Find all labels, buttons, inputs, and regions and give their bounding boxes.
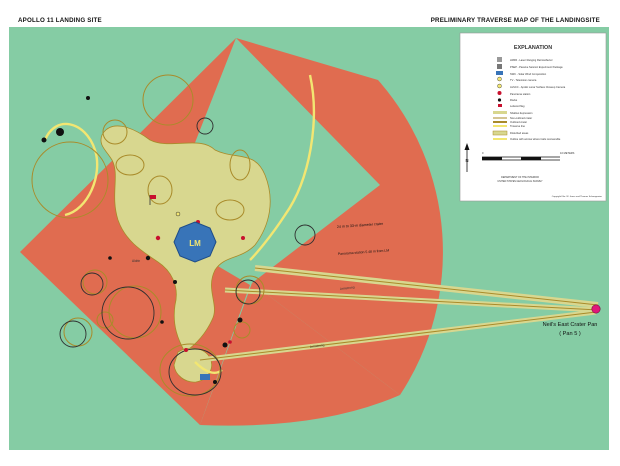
outlined-craters-dark [59,117,316,396]
psep-symbol [497,64,502,69]
flag-icon [149,195,156,205]
scale-bar: 0 10 METERS [482,151,575,161]
destination-label: Neil's East Crater Pan [543,322,598,328]
legend-item: Disturbed areas [510,131,529,135]
traverse-lines [199,265,599,363]
legend-item: Outlined crater [510,120,527,124]
legend-item: SWC - Solar Wind Composition [510,72,547,76]
legend-items: LRRR - Laser Ranging Retroreflector PSEP… [510,58,566,141]
lrrr-symbol [497,57,502,62]
agency-line-1: DEPARTMENT OF THE INTERIOR [501,176,539,179]
crater-note-text: 24 m to 33-m diameter crater [337,222,384,229]
legend-item: Lettered flag [510,104,525,108]
north-arrow-icon: N [464,143,470,172]
legend-item: Non-outlined crater [510,116,532,120]
legend-item: Panorama station [510,92,531,96]
pan5-marker [591,304,601,314]
swc-symbol [496,71,503,75]
pan-station-note: Panorama station 5 48 m from LM [338,248,390,256]
legend-item: PSEP - Passive Seismic Experiment Packag… [510,65,563,69]
pan-station-marker [241,236,245,240]
tv-marker [175,211,181,217]
alscc-symbol [497,83,502,89]
legend-item: Shallow depression [510,111,533,115]
legend-item: LRRR - Laser Ranging Retroreflector [510,58,553,62]
shallow-depression-symbol [493,111,507,114]
agency-line-2: UNITED STATES GEOLOGICAL SURVEY [497,180,543,183]
lm-label: LM [189,239,201,248]
rock-symbol [497,98,502,102]
legend-item: TV - Television camera [510,78,537,82]
sector-area [236,38,443,395]
map-subtitle: PRELIMINARY TRAVERSE MAP OF THE LANDINGS… [430,17,600,24]
track-label-2: Aldrin [132,259,140,263]
disturbed-symbol [492,130,508,136]
legend: EXPLANATION LRRR - Laser Ranging Retrore… [459,32,607,202]
crater-note: 24 m to 33-m diameter crater [337,222,384,229]
destination-sublabel: ( Pan 5 ) [559,331,581,337]
scale-left-label: 0 [482,151,484,155]
swc-marker [200,374,210,380]
flag-symbol [498,104,502,107]
track-label-3: Armstrong [310,343,325,349]
legend-item: Traverse line [510,124,525,128]
credit-line: Copyright File: W. Jones and Thomas Schw… [552,195,603,198]
scale-right-label: 10 METERS [560,151,575,155]
rocks [41,96,243,384]
legend-item: ALSCC - Apollo Lunar Surface Closeup Cam… [510,85,566,89]
lunar-module: LM [173,221,217,263]
map-title: APOLLO 11 LANDING SITE [18,17,102,24]
sector-area-south [200,283,400,426]
tv-symbol [497,76,502,82]
pan-symbol [497,91,502,95]
track-label-1: Armstrong [340,285,355,291]
legend-item: Rocks [510,98,518,102]
pan-station-note-text: Panorama station 5 48 m from LM [338,248,390,256]
north-label: N [465,158,468,163]
legend-heading: EXPLANATION [514,45,552,51]
legend-item: Outline with arrows where trails recover… [510,137,561,141]
